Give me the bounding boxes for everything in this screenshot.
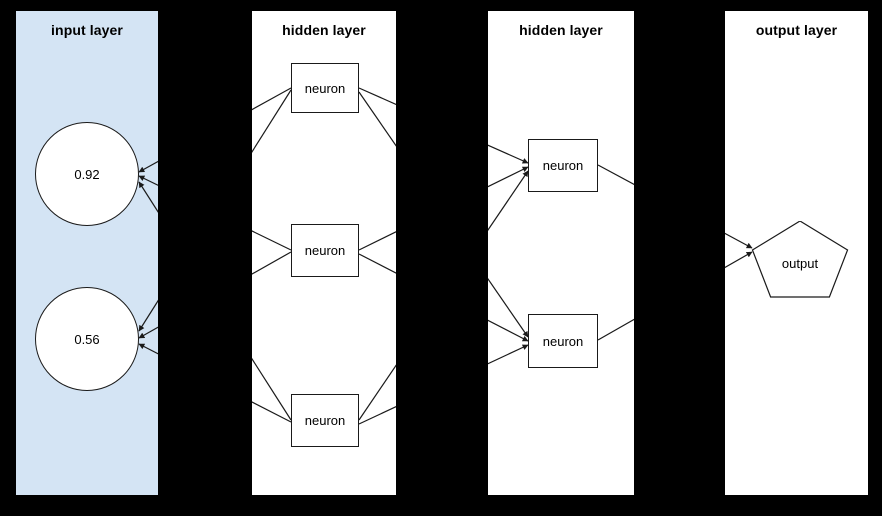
gap-hidden2-output bbox=[634, 0, 725, 516]
layer-panel-hidden-2 bbox=[488, 11, 634, 495]
layer-title-hidden-2: hidden layer bbox=[519, 22, 603, 38]
gap-left-margin bbox=[0, 0, 16, 516]
node-value-label: 0.92 bbox=[74, 166, 100, 182]
node-label: neuron bbox=[542, 333, 584, 349]
neuron-node-h2-0[interactable]: neuron bbox=[528, 139, 598, 192]
node-value-label: 0.56 bbox=[74, 331, 100, 347]
layer-title-hidden-1: hidden layer bbox=[282, 22, 366, 38]
neuron-node-h1-0[interactable]: neuron bbox=[291, 63, 359, 113]
layer-panel-input bbox=[16, 11, 158, 495]
layer-title-output: output layer bbox=[755, 22, 838, 38]
layer-title-input: input layer bbox=[51, 22, 123, 38]
neuron-node-h2-1[interactable]: neuron bbox=[528, 314, 598, 368]
neuron-node-h1-1[interactable]: neuron bbox=[291, 224, 359, 277]
node-label: output bbox=[781, 255, 819, 271]
node-label: neuron bbox=[304, 413, 346, 428]
node-label: neuron bbox=[542, 158, 584, 173]
neuron-node-h1-2[interactable]: neuron bbox=[291, 394, 359, 447]
gap-input-hidden1 bbox=[158, 0, 252, 516]
gap-right-margin bbox=[868, 0, 882, 516]
gap-hidden1-hidden2 bbox=[396, 0, 488, 516]
input-node-input-1[interactable]: 0.56 bbox=[35, 287, 139, 391]
input-node-input-0[interactable]: 0.92 bbox=[35, 122, 139, 226]
pentagon-shape bbox=[751, 221, 849, 298]
node-label: neuron bbox=[304, 80, 346, 96]
node-label: neuron bbox=[304, 243, 346, 258]
output-node-out-0[interactable]: output bbox=[750, 221, 850, 305]
